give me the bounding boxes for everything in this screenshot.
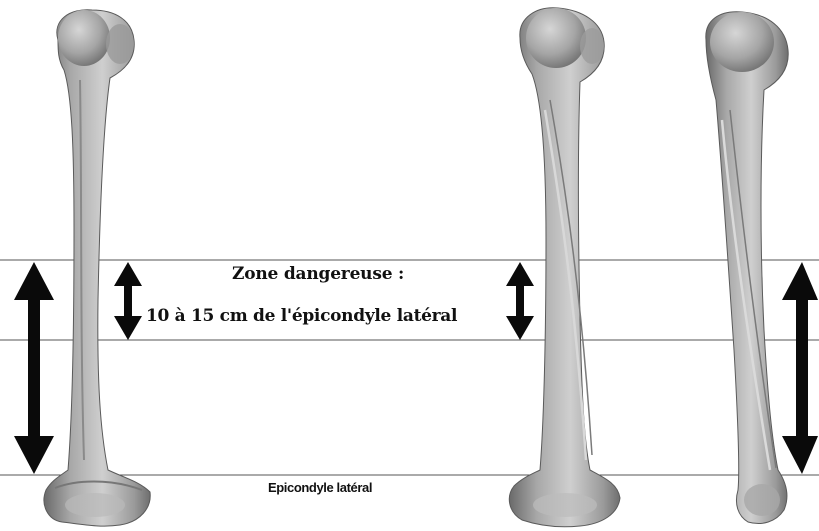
humerus-bone-right (706, 12, 788, 524)
humerus-bone-left (44, 10, 150, 526)
long-arrow-right (782, 262, 818, 474)
zone-range-text: 10 à 15 cm de l'épicondyle latéral (146, 306, 457, 326)
zone-arrow-left (114, 262, 142, 340)
humerus-bone-middle (509, 8, 620, 527)
zone-title: Zone dangereuse : (232, 264, 404, 284)
epicondyle-label: Epicondyle latéral (268, 480, 372, 495)
zone-arrow-middle (506, 262, 534, 340)
long-arrow-left (14, 262, 54, 474)
